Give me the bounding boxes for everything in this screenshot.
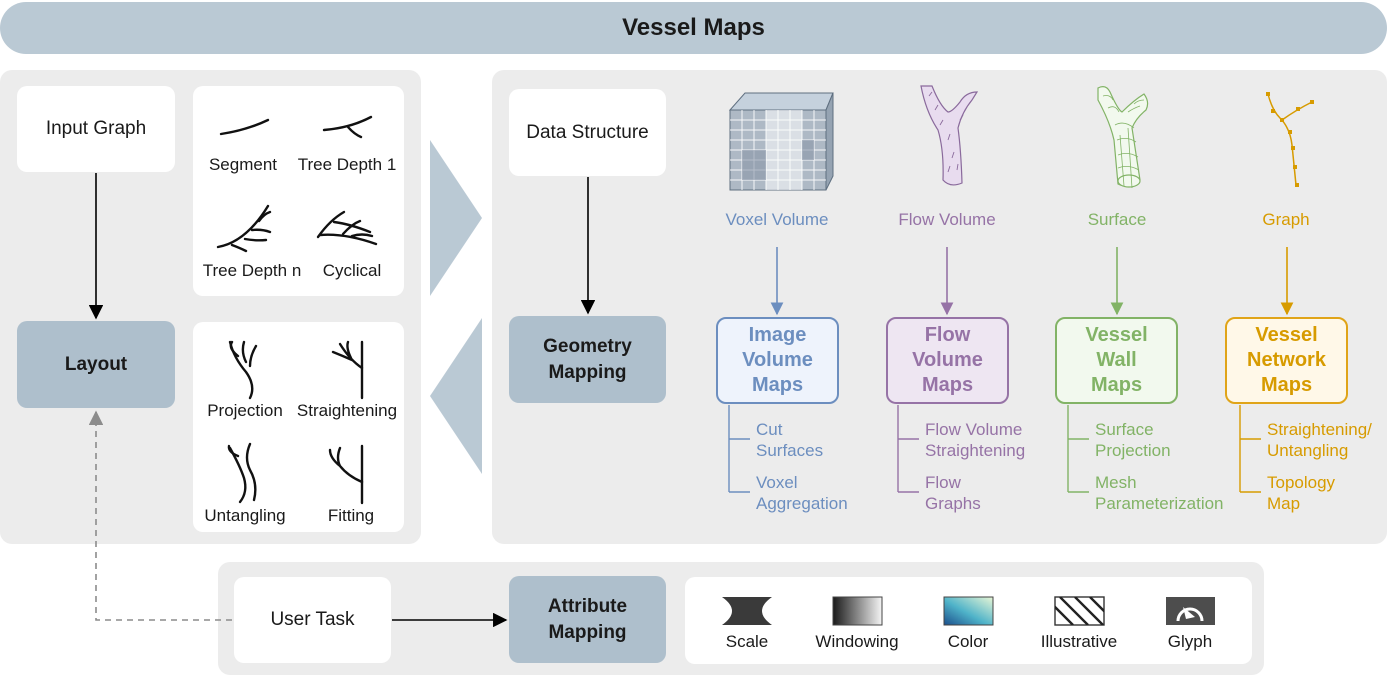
map-sub-item: Flow Volume Straightening xyxy=(925,420,1026,460)
map-sub-item: Mesh Parameterization xyxy=(1095,473,1224,513)
fitting-icon xyxy=(328,444,364,505)
map-sub-item: Topology Map xyxy=(1267,473,1336,513)
data-structure-box: Data Structure xyxy=(509,89,666,176)
map-label: Flow Volume Maps xyxy=(912,324,983,396)
input-graph-label: Input Graph xyxy=(45,118,147,139)
data-type-label: Voxel Volume xyxy=(725,210,829,229)
sub-connector xyxy=(1239,405,1261,493)
layout-type-label: Straightening xyxy=(296,401,398,420)
voxel-volume-icon xyxy=(728,92,834,191)
map-sub-item: Voxel Aggregation xyxy=(756,473,848,513)
attribute-label: Scale xyxy=(725,632,769,651)
geometry-mapping-box: Geometry Mapping xyxy=(509,316,666,403)
data-type-label: Graph xyxy=(1262,210,1310,229)
illustrative-icon xyxy=(1054,596,1105,626)
cyclical-icon xyxy=(316,210,378,246)
input-graph-box: Input Graph xyxy=(17,86,175,172)
scale-icon xyxy=(722,597,772,625)
attribute-mapping-label: Attribute Mapping xyxy=(547,595,628,643)
map-label: Vessel Network Maps xyxy=(1247,324,1326,396)
geometry-mapping-label: Geometry Mapping xyxy=(543,335,632,383)
graph-types-box xyxy=(193,86,404,296)
sub-connector xyxy=(1067,405,1089,493)
graph-icon xyxy=(1266,92,1314,187)
attribute-label: Windowing xyxy=(815,632,899,651)
title-banner: Vessel Maps xyxy=(0,2,1387,54)
left-chevron xyxy=(430,318,482,474)
map-label: Image Volume Maps xyxy=(742,324,813,396)
diagram-title: Vessel Maps xyxy=(622,14,765,41)
glyph-icon xyxy=(1166,597,1215,625)
user-task-label: User Task xyxy=(270,609,355,630)
map-sub-item: Straightening/ Untangling xyxy=(1267,420,1372,460)
graph-type-label: Tree Depth n xyxy=(202,261,302,280)
tree-depth-1-icon xyxy=(322,115,373,139)
graph-type-label: Segment xyxy=(208,155,278,174)
data-type-label: Flow Volume xyxy=(898,210,996,229)
data-type-label: Surface xyxy=(1087,210,1147,229)
image-volume-maps-box: Image Volume Maps xyxy=(716,317,839,404)
layout-box: Layout xyxy=(17,321,175,408)
flow-volume-maps-box: Flow Volume Maps xyxy=(886,317,1009,404)
layout-label: Layout xyxy=(64,353,128,375)
segment-icon xyxy=(219,118,270,136)
windowing-icon xyxy=(832,596,883,626)
straightening-icon xyxy=(331,340,364,400)
surface-icon xyxy=(1097,86,1149,189)
tree-depth-n-icon xyxy=(216,204,272,253)
data-structure-label: Data Structure xyxy=(526,121,649,143)
attribute-label: Glyph xyxy=(1167,632,1213,651)
attribute-mapping-box: Attribute Mapping xyxy=(509,576,666,663)
vessel-network-maps-box: Vessel Network Maps xyxy=(1225,317,1348,404)
map-sub-item: Flow Graphs xyxy=(925,473,981,513)
sub-connector xyxy=(728,405,750,493)
layout-type-label: Untangling xyxy=(204,506,286,525)
layout-type-label: Projection xyxy=(207,401,283,420)
layout-type-label: Fitting xyxy=(327,506,375,525)
graph-type-label: Cyclical xyxy=(322,261,382,280)
projection-icon xyxy=(228,340,258,400)
attribute-label: Illustrative xyxy=(1040,632,1118,651)
map-sub-item: Cut Surfaces xyxy=(756,420,824,460)
flow-volume-icon xyxy=(920,85,979,186)
vessel-wall-maps-box: Vessel Wall Maps xyxy=(1055,317,1178,404)
color-icon xyxy=(943,596,994,626)
map-sub-item: Surface Projection xyxy=(1095,420,1171,460)
right-chevron xyxy=(430,140,482,296)
sub-connector xyxy=(897,405,919,493)
user-task-box: User Task xyxy=(234,577,391,663)
attribute-label: Color xyxy=(947,632,989,651)
map-label: Vessel Wall Maps xyxy=(1085,324,1148,396)
dashed-arrow-user-task-to-layout xyxy=(88,410,232,621)
graph-type-label: Tree Depth 1 xyxy=(297,155,397,174)
untangling-icon xyxy=(227,442,257,504)
layout-types-box xyxy=(193,322,404,532)
